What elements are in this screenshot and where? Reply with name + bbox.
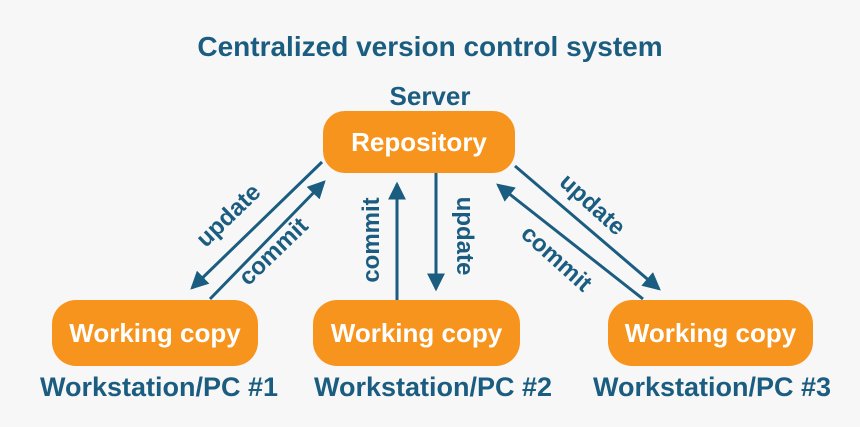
workstation-caption-3: Workstation/PC #3 <box>592 372 832 402</box>
working-copy-node-3: Working copy <box>608 300 813 366</box>
working-copy-node-1-label: Working copy <box>69 317 241 348</box>
working-copy-node-2-label: Working copy <box>330 317 503 348</box>
repository-node: Repository <box>323 111 515 173</box>
workstation-caption-1: Workstation/PC #1 <box>39 372 279 402</box>
diagram-title: Centralized version control system <box>197 31 663 62</box>
workstation-caption-2: Workstation/PC #2 <box>313 372 553 402</box>
working-copy-node-3-label: Working copy <box>624 317 797 348</box>
arrow-label-update-left: update <box>190 178 267 253</box>
arrow-label-update-middle: update <box>451 196 478 276</box>
working-copy-node-1: Working copy <box>52 300 258 366</box>
working-copy-node-2: Working copy <box>313 300 520 366</box>
repository-node-label: Repository <box>351 126 487 157</box>
arrow-label-commit-right: commit <box>515 220 598 298</box>
server-label: Server <box>389 81 471 111</box>
arrow-label-commit-middle: commit <box>358 197 385 283</box>
arrow-label-commit-left: commit <box>233 212 314 291</box>
arrow-label-update-right: update <box>554 168 631 241</box>
